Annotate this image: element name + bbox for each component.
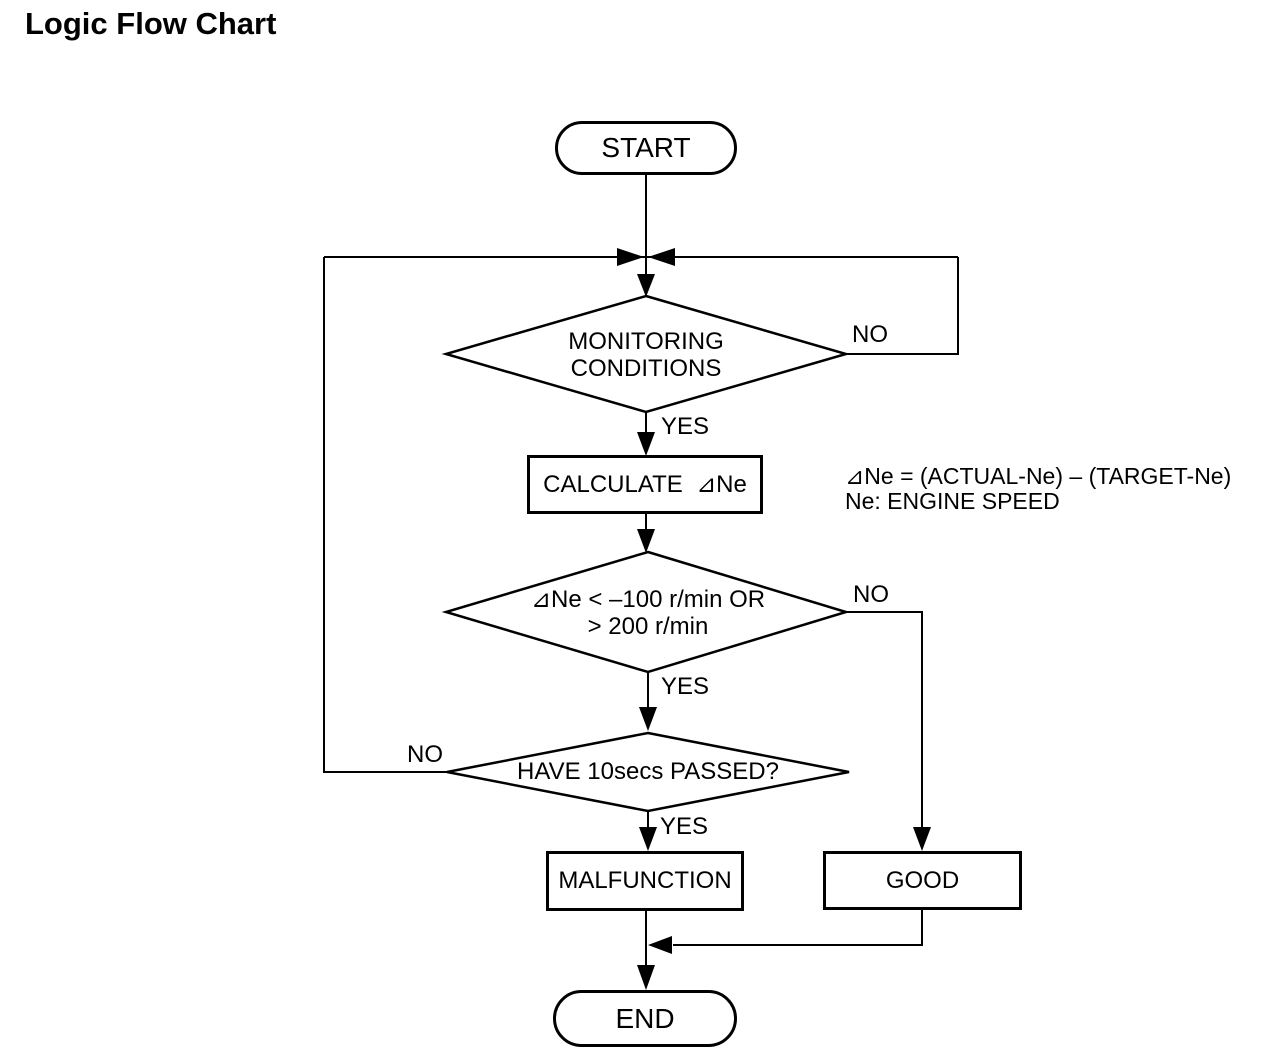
edge-label-time-yes: YES: [660, 813, 709, 840]
edge-monitoring-no-loop: [846, 257, 959, 355]
decision-monitoring-line2: CONDITIONS: [570, 355, 722, 382]
edge-label-delta-yes: YES: [661, 673, 710, 700]
decision-monitoring-line1: MONITORING: [568, 328, 724, 355]
edge-delta-no: [846, 611, 923, 829]
edge-label-delta-no: NO: [853, 581, 889, 608]
arrowhead-into-monitoring-icon: [637, 274, 655, 297]
decision-delta-line2: > 200 r/min: [587, 613, 709, 640]
arrowhead-into-delta-icon: [637, 529, 655, 553]
end-terminator: END: [553, 990, 737, 1047]
arrowhead-merge-right-icon: [648, 248, 675, 266]
decision-delta-label: ⊿Ne < –100 r/min OR> 200 r/min: [446, 586, 850, 640]
edge-time-no-loop: [323, 257, 447, 773]
arrowhead-into-calculate-icon: [637, 432, 655, 456]
malfunction-process: MALFUNCTION: [546, 851, 744, 911]
start-terminator: START: [555, 121, 737, 175]
decision-time-label: HAVE 10secs PASSED?: [517, 758, 779, 785]
edge-label-time-no: NO: [407, 741, 443, 768]
arrowhead-into-end-icon: [637, 965, 655, 990]
delta-ne-annotation: ⊿Ne = (ACTUAL-Ne) – (TARGET-Ne)Ne: ENGIN…: [845, 464, 1231, 514]
arrowhead-into-time-icon: [639, 707, 657, 731]
decision-delta-line1: ⊿Ne < –100 r/min OR: [530, 586, 766, 613]
arrowhead-into-good-icon: [913, 827, 931, 851]
calculate-process: CALCULATE ⊿Ne: [527, 455, 763, 514]
good-process: GOOD: [823, 851, 1022, 910]
annotation-line1: ⊿Ne = (ACTUAL-Ne) – (TARGET-Ne): [845, 463, 1232, 489]
edge-label-monitoring-no: NO: [852, 321, 888, 348]
edge-good-to-merge: [673, 910, 923, 946]
arrowhead-good-merge-icon: [648, 936, 672, 954]
page-title: Logic Flow Chart: [25, 6, 277, 41]
annotation-line2: Ne: ENGINE SPEED: [845, 488, 1060, 514]
arrowhead-merge-left-icon: [617, 248, 644, 266]
arrowhead-into-malfunction-icon: [639, 827, 657, 851]
edge-label-monitoring-yes: YES: [661, 413, 710, 440]
